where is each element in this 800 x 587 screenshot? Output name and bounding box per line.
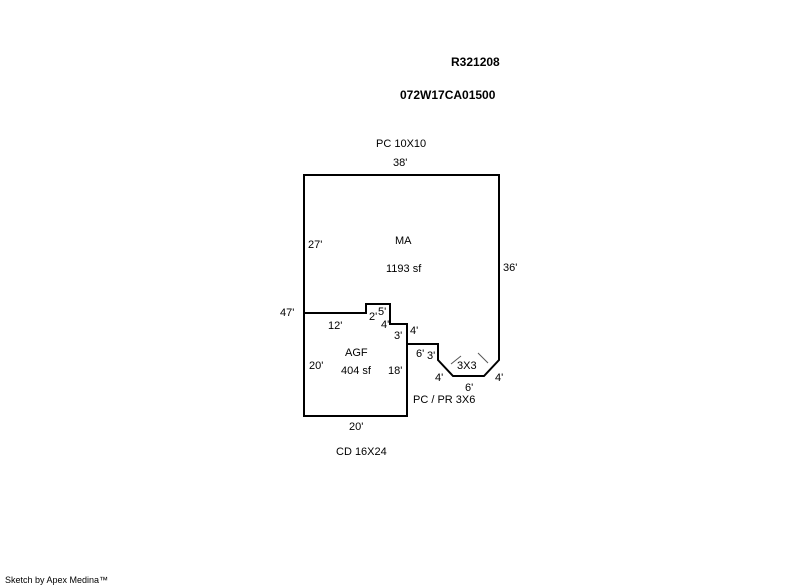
agf-outline [303,303,408,417]
dim-notch-left: 2' [369,311,378,323]
bay-arrows [450,352,489,365]
dim-notch-right: 4' [381,319,390,331]
dim-top: 38' [393,157,408,169]
pc-pr-label: PC / PR 3X6 [413,394,476,406]
dim-bay-bottom: 6' [465,382,474,394]
parcel-id: R321208 [451,55,500,69]
sketch-credit: Sketch by Apex Medina™ [5,575,109,585]
dim-agf-left: 20' [309,360,324,372]
ma-area: 1193 sf [386,263,422,275]
dim-porch-top: 6' [416,348,425,360]
main-area-outline [303,174,500,377]
agf-label: AGF [345,347,368,359]
bay-label: 3X3 [457,360,477,372]
dim-ma-left: 27' [308,239,323,251]
dim-right: 36' [503,262,518,274]
agf-area: 404 sf [341,365,371,377]
dim-step-right: 3' [394,330,403,342]
dim-agf-top: 12' [328,320,343,332]
map-number: 072W17CA01500 [400,88,496,102]
dim-bay-right: 4' [495,372,504,384]
dim-notch-top: 5' [378,306,387,318]
pc-top-label: PC 10X10 [376,138,427,150]
dim-agf-right: 18' [388,365,403,377]
ma-label: MA [395,235,412,247]
dim-left-total: 47' [280,307,295,319]
dim-bay-left: 4' [435,372,444,384]
dim-agf-bottom: 20' [349,421,364,433]
cd-label: CD 16X24 [336,446,387,458]
dim-porch-drop: 3' [427,350,436,362]
dim-step-top: 4' [410,325,419,337]
